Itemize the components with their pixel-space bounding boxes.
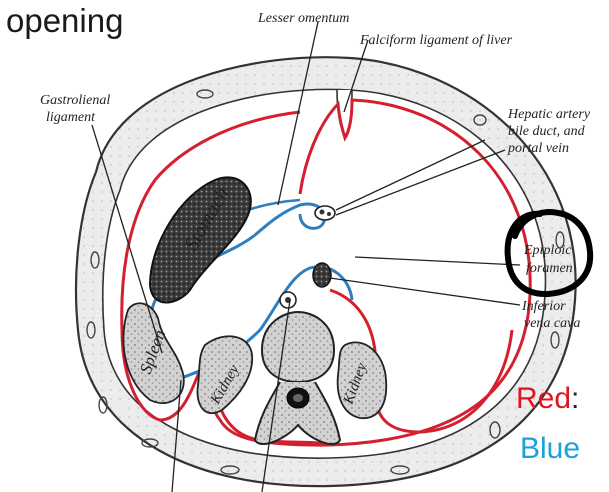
label-lesser-omentum: Lesser omentum [257, 11, 349, 26]
label-inferior-2: vena cava [524, 316, 580, 331]
label-hepatic-1: Hepatic artery [507, 107, 591, 122]
legend-red-word: Red [516, 382, 571, 415]
label-gastrolienal-2: ligament [46, 110, 96, 125]
label-falciform: Falciform ligament of liver [359, 33, 513, 48]
label-epiploic-2: foramen [526, 261, 573, 276]
label-hepatic-2: bile duct, and [508, 124, 586, 139]
label-gastrolienal-1: Gastrolienal [40, 93, 110, 108]
label-inferior-1: Inferior [521, 299, 566, 314]
inferior-vena-cava [313, 263, 331, 287]
portal-triad [315, 206, 335, 220]
label-epiploic-1: Epiploic [523, 243, 572, 258]
label-hepatic-3: portal vein [507, 141, 569, 156]
legend-red: Red: [516, 382, 579, 416]
legend-blue-word: Blue [520, 432, 580, 466]
legend-red-colon: : [571, 382, 579, 415]
